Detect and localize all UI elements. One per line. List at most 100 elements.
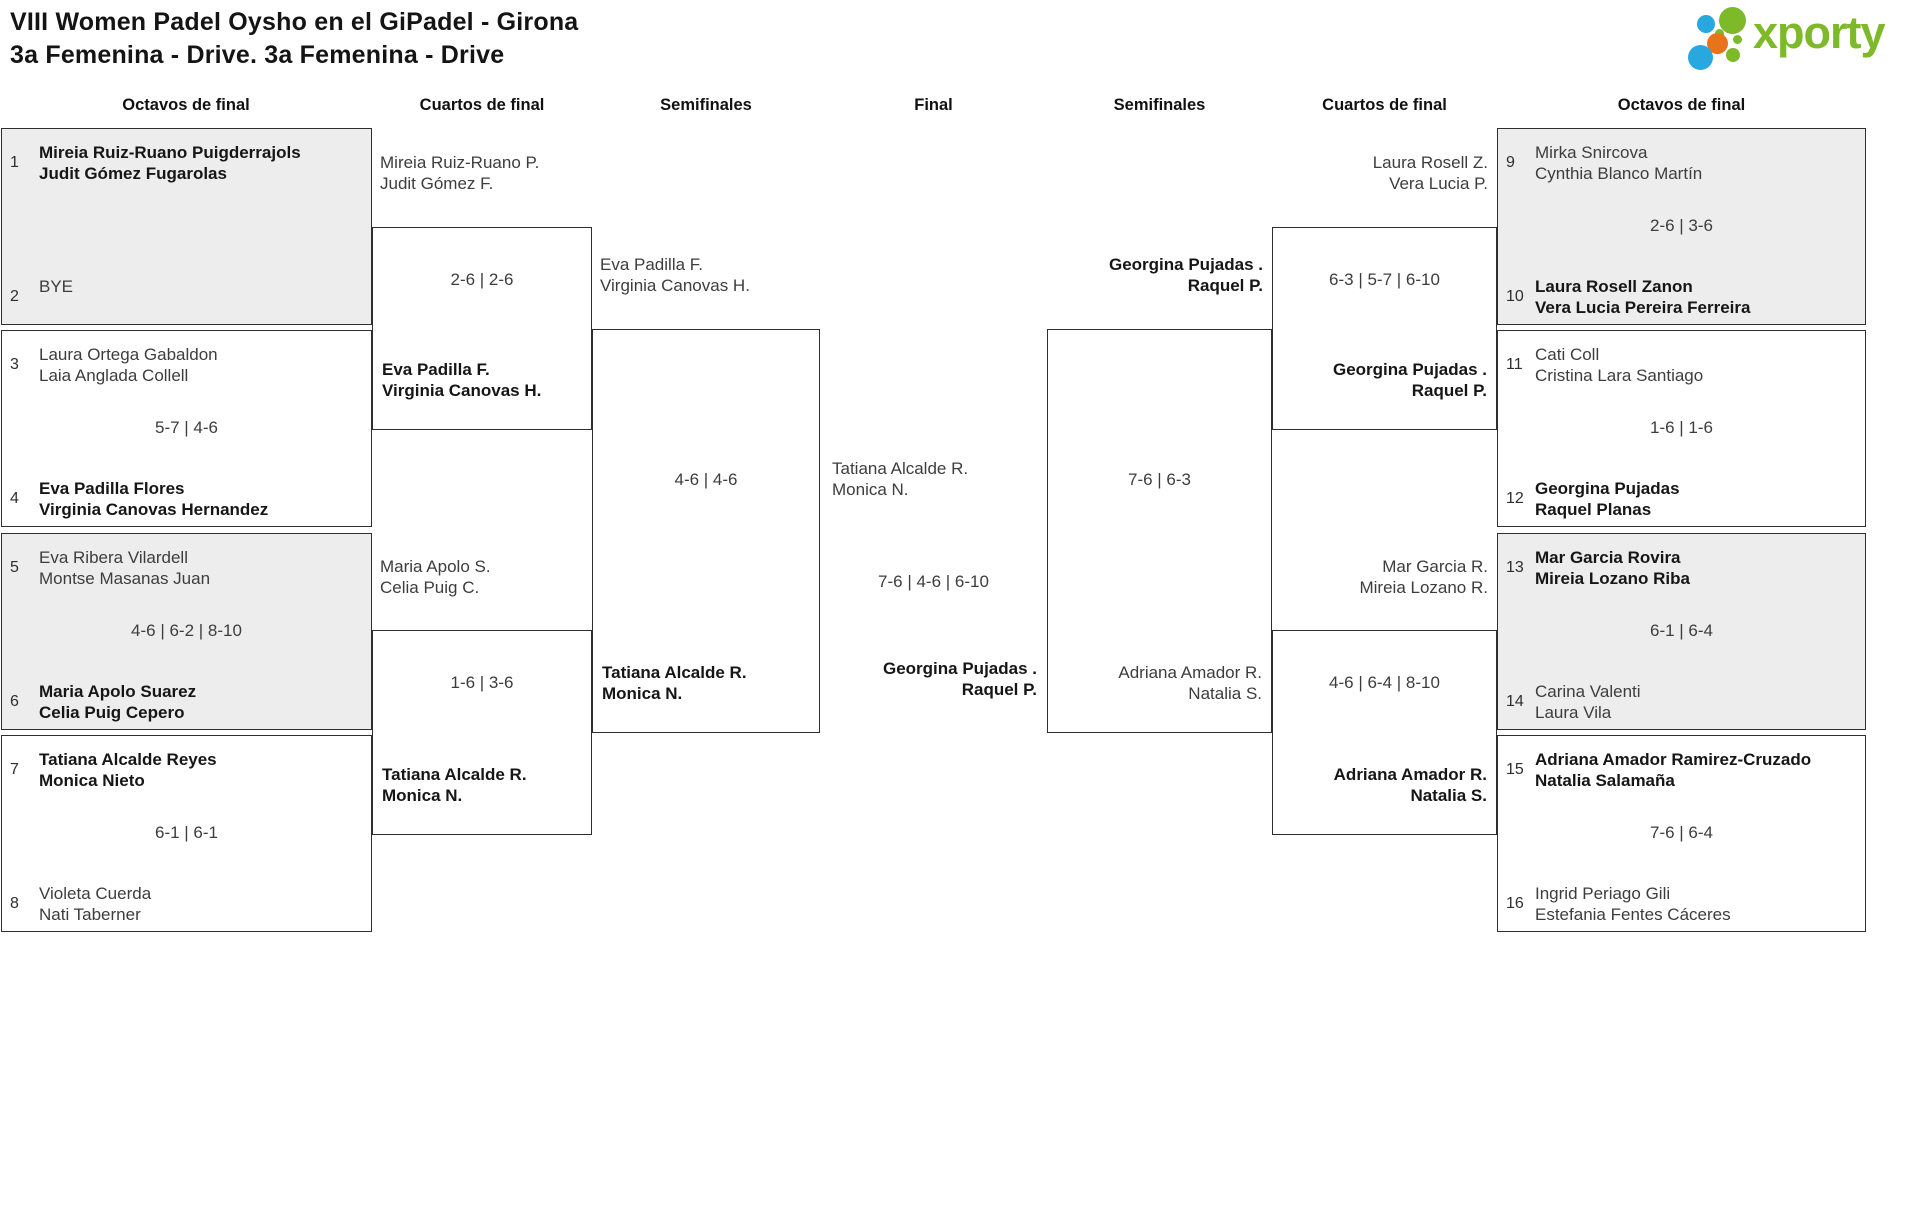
match-score: 6-1 | 6-1 [154, 822, 218, 842]
team-name-line: Mirka Snircova [1535, 143, 1648, 162]
team-name-line: Maria Apolo S. [380, 557, 491, 576]
team-name-line: Eva Padilla Flores [39, 479, 185, 498]
logo-dot-icon [1719, 7, 1746, 34]
category-name: 3a Femenina - Drive. 3a Femenina - Drive [10, 41, 505, 69]
seed-number: 4 [10, 490, 19, 507]
team-name-line: Laura Rosell Zanon [1535, 277, 1693, 296]
match-score: 4-6 | 6-4 | 8-10 [1329, 673, 1440, 692]
team-name-line: Raquel Planas [1535, 500, 1652, 519]
round-header-cuartos-right: Cuartos de final [1322, 96, 1447, 114]
match-box-cuartos-left-1[interactable]: 2-6 | 2-6 Eva Padilla F.Virginia Canovas… [372, 227, 592, 430]
match-score: 4-6 | 6-2 | 8-10 [131, 620, 242, 640]
team-name-line: Laura Ortega Gabaldon [39, 345, 218, 364]
team-name-line: Eva Padilla F. [600, 255, 703, 274]
team-name-line: Estefania Fentes Cáceres [1535, 905, 1731, 924]
match-box-cuartos-left-2[interactable]: 1-6 | 3-6 Tatiana Alcalde R.Monica N. [372, 630, 592, 835]
seed-number: 9 [1506, 154, 1515, 171]
team-name-line: Natalia Salamaña [1535, 771, 1675, 790]
team-name-line: Virginia Canovas H. [600, 276, 750, 295]
match-box-semifinal-left[interactable]: 4-6 | 4-6 Tatiana Alcalde R.Monica N. [592, 329, 820, 733]
seed-number: 15 [1506, 761, 1524, 778]
logo-dot-icon [1688, 45, 1713, 70]
team-name-line: Georgina Pujadas . [1109, 255, 1263, 274]
logo-wordmark: xporty [1753, 7, 1886, 58]
match-winner-team: Adriana Amador R.Natalia S. [1282, 764, 1487, 806]
team-name-line: Raquel P. [961, 680, 1037, 699]
team-name-line: Tatiana Alcalde Reyes [39, 750, 217, 769]
round-header-octavos-right: Octavos de final [1617, 96, 1746, 114]
team-name-line: Cynthia Blanco Martín [1535, 164, 1703, 183]
seed-number: 3 [10, 356, 19, 373]
cuartos-right-1-top-team: Laura Rosell Z.Vera Lucia P. [1272, 152, 1488, 194]
seed-number: 7 [10, 761, 19, 778]
match-winner-team: Eva Padilla F.Virginia Canovas H. [382, 359, 582, 401]
match-score: 7-6 | 6-4 [1649, 822, 1713, 842]
team-name-line: Mireia Ruiz-Ruano Puigderrajols [39, 143, 301, 162]
round-header-octavos-left: Octavos de final [122, 96, 250, 114]
team-name-line: Georgina Pujadas [1535, 479, 1680, 498]
team-name-line: Tatiana Alcalde R. [832, 459, 969, 478]
match-score: 2-6 | 3-6 [1649, 215, 1713, 235]
team-name-line: Georgina Pujadas . [1333, 360, 1487, 379]
logo-dot-icon [1697, 15, 1715, 33]
team-name-line: Tatiana Alcalde R. [382, 765, 527, 784]
team-name-line: Mar Garcia Rovira [1535, 548, 1681, 567]
seed-number: 2 [10, 288, 19, 305]
seed-number: 16 [1506, 895, 1524, 912]
match-bottom-team: Adriana Amador R. Natalia S. [1057, 662, 1262, 704]
team-name-line: Monica Nieto [39, 771, 145, 790]
match-score: 7-6 | 6-3 [1127, 470, 1191, 489]
round-header-semifinales-right: Semifinales [1113, 96, 1206, 114]
match-box-cuartos-right-2[interactable]: 4-6 | 6-4 | 8-10 Adriana Amador R.Natali… [1272, 630, 1497, 835]
team-name-line: Vera Lucia P. [1389, 174, 1488, 193]
team-name-line: Cristina Lara Santiago [1535, 366, 1704, 385]
team-name-line: Mireia Ruiz-Ruano P. [380, 153, 540, 172]
team-name-line: Laia Anglada Collell [39, 366, 189, 385]
team-name-line: Vera Lucia Pereira Ferreira [1535, 298, 1751, 317]
team-name-line: Tatiana Alcalde R. [602, 663, 747, 682]
seed-number: 6 [10, 693, 19, 710]
team-name-line: Laura Vila [1535, 703, 1612, 722]
seed-number: 10 [1506, 288, 1524, 305]
seed-number: 5 [10, 559, 19, 576]
seed-number: 12 [1506, 490, 1524, 507]
team-name-line: Natalia S. [1188, 684, 1262, 703]
page-title: VIII Women Padel Oysho en el GiPadel - G… [10, 6, 578, 72]
xporty-logo[interactable]: xporty [1685, 3, 1920, 85]
team-name-line: Celia Puig C. [380, 578, 480, 597]
team-name-line: Raquel P. [1411, 381, 1487, 400]
team-name-line: Adriana Amador R. [1118, 663, 1262, 682]
team-name-line: Montse Masanas Juan [39, 569, 211, 588]
team-name-line: Virginia Canovas Hernandez [39, 500, 269, 519]
match-box-cuartos-right-1[interactable]: 6-3 | 5-7 | 6-10 Georgina Pujadas . Raque… [1272, 227, 1497, 430]
match-box-semifinal-right[interactable]: 7-6 | 6-3 Adriana Amador R. Natalia S. [1047, 329, 1272, 733]
match-score: 6-3 | 5-7 | 6-10 [1329, 270, 1440, 289]
team-name-line: Ingrid Periago Gili [1535, 884, 1671, 903]
seed-number: 1 [10, 154, 19, 171]
final-score: 7-6 | 4-6 | 6-10 [878, 572, 989, 591]
logo-dot-icon [1707, 33, 1728, 54]
semifinal-right-top-team: Georgina Pujadas .Raquel P. [1047, 254, 1263, 296]
seed-number: 13 [1506, 559, 1524, 576]
